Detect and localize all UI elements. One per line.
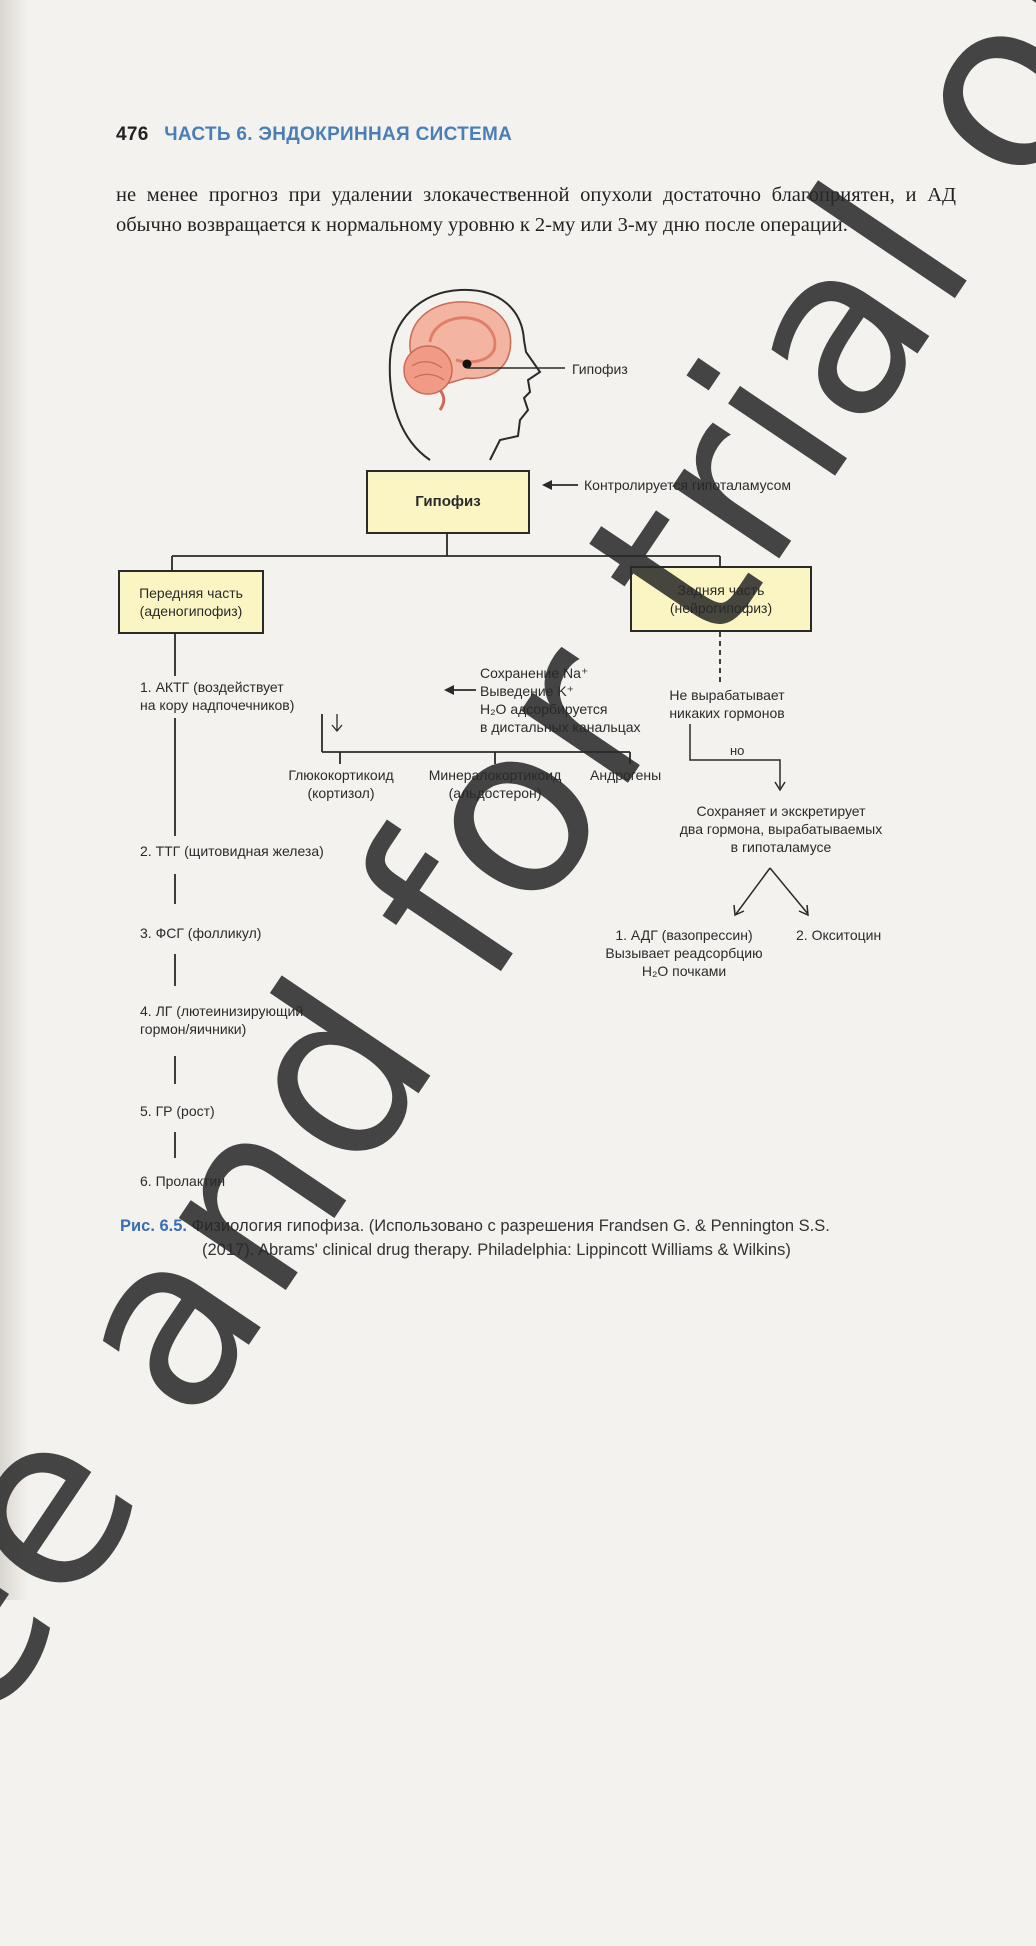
hormone-adh: 1. АДГ (вазопрессин) Вызывает реадсорбци… xyxy=(586,926,782,980)
acth-line-1: 1. АКТГ (воздействует xyxy=(140,679,284,695)
brain-icon xyxy=(403,301,512,411)
stores-note-line-3: в гипоталамусе xyxy=(730,839,832,855)
anterior-item-lh: 4. ЛГ (лютеинизирующий гормон/яичники) xyxy=(140,1002,303,1038)
effect-k: Выведение K⁺ xyxy=(480,683,575,699)
stores-note: Сохраняет и экскретирует два гормона, вы… xyxy=(650,802,912,856)
running-header: 476 ЧАСТЬ 6. ЭНДОКРИННАЯ СИСТЕМА xyxy=(116,124,512,146)
effect-tubules: в дистальных канальцах xyxy=(480,719,641,735)
stores-note-line-1: Сохраняет и экскретирует xyxy=(696,803,866,819)
glucocorticoid-name: Глюкокортикоид xyxy=(288,767,394,783)
box-posterior-line-2: (нейрогипофиз) xyxy=(669,600,773,616)
anterior-item-fsh: 3. ФСГ (фолликул) xyxy=(140,925,262,941)
mineralocorticoid-example: (альдостерон) xyxy=(448,785,542,801)
lh-line-2: гормон/яичники) xyxy=(140,1021,247,1037)
hormone-androgens: Андрогены xyxy=(590,767,662,783)
adh-name: 1. АДГ (вазопрессин) xyxy=(615,927,753,943)
box-pituitary-label: Гипофиз xyxy=(415,493,481,510)
mineral-effects: Сохранение Na⁺ Выведение K⁺ H₂O адсорбир… xyxy=(480,664,641,736)
box-anterior: Передняя часть (аденогипофиз) xyxy=(118,570,264,634)
brain-label: Гипофиз xyxy=(572,361,628,377)
hormone-glucocorticoid: Глюкокортикоид (кортизол) xyxy=(276,766,406,802)
caption-line-1: Физиология гипофиза. (Использовано с раз… xyxy=(191,1217,830,1235)
posterior-note-line-1: Не вырабатывает xyxy=(669,687,785,703)
box-posterior: Задняя часть (нейрогипофиз) xyxy=(630,566,812,632)
part-title: ЧАСТЬ 6. ЭНДОКРИННАЯ СИСТЕМА xyxy=(164,124,513,145)
anterior-item-prolactin: 6. Пролактин xyxy=(140,1173,226,1189)
anterior-item-acth: 1. АКТГ (воздействует на кору надпочечни… xyxy=(140,678,294,714)
pituitary-dot xyxy=(462,359,472,369)
adh-effect-line-2: H₂O почками xyxy=(641,963,727,979)
caption-label: Рис. 6.5. xyxy=(120,1217,188,1235)
mineralocorticoid-name: Минералокортикоид xyxy=(428,767,562,783)
page-number: 476 xyxy=(116,124,149,145)
anterior-item-gh: 5. ГР (рост) xyxy=(140,1103,215,1119)
figure-diagram xyxy=(171,288,809,1158)
control-note: Контролируется гипоталамусом xyxy=(584,477,792,493)
posterior-note-line-2: никаких гормонов xyxy=(669,705,785,721)
body-paragraph: не менее прогноз при удалении злокачеств… xyxy=(116,184,956,236)
posterior-note: Не вырабатывает никаких гормонов xyxy=(652,686,802,722)
hormone-mineralocorticoid: Минералокортикоид (альдостерон) xyxy=(414,766,576,802)
acth-line-2: на кору надпочечников) xyxy=(140,697,295,713)
box-anterior-line-1: Передняя часть xyxy=(139,585,243,601)
effect-na: Сохранение Na⁺ xyxy=(480,665,589,681)
box-pituitary: Гипофиз xyxy=(366,470,530,534)
stores-note-line-2: два гормона, вырабатываемых xyxy=(679,821,883,837)
box-posterior-line-1: Задняя часть xyxy=(677,582,765,598)
hormone-oxytocin: 2. Окситоцин xyxy=(796,927,882,943)
effect-water: H₂O адсорбируется xyxy=(480,701,608,717)
caption-line-2: (2017). Abrams' clinical drug therapy. P… xyxy=(202,1241,791,1259)
box-anterior-line-2: (аденогипофиз) xyxy=(139,603,243,619)
figure-caption: Рис. 6.5. Физиология гипофиза. (Использо… xyxy=(120,1214,970,1262)
glucocorticoid-example: (кортизол) xyxy=(307,785,375,801)
page-edge-shadow xyxy=(0,0,28,1600)
lh-line-1: 4. ЛГ (лютеинизирующий xyxy=(140,1003,304,1019)
adh-effect-line-1: Вызывает реадсорбцию xyxy=(605,945,763,961)
anterior-item-tsh: 2. ТТГ (щитовидная железа) xyxy=(140,843,324,859)
but-label: но xyxy=(730,743,745,758)
